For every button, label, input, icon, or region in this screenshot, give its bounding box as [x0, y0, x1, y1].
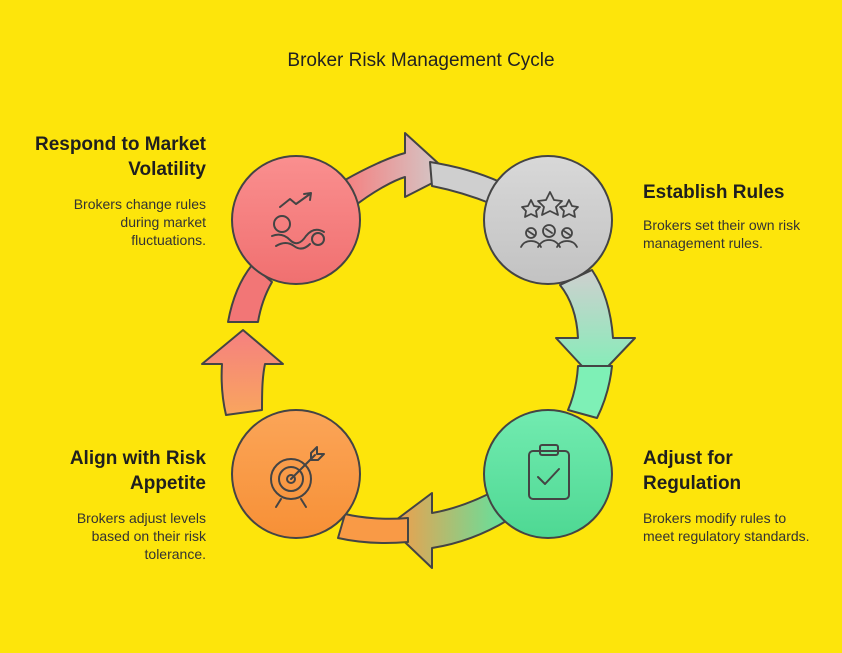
arrow-right	[555, 269, 636, 381]
step-desc-align: Brokers adjust levels based on their ris…	[76, 510, 206, 562]
step-circle-adjust	[483, 409, 613, 539]
step-desc-respond: Brokers change rules during market fluct…	[73, 196, 206, 248]
arrow-left	[201, 329, 284, 416]
step-circle-respond	[231, 155, 361, 285]
target-arrow-icon	[270, 446, 325, 508]
stars-people-icon	[520, 191, 579, 248]
arrow-right-tail	[567, 365, 613, 419]
arrow-bottom-tail	[337, 513, 409, 544]
step-label-align: Align with Risk Appetite	[69, 448, 206, 494]
step-desc-adjust: Brokers modify rules to meet regulatory …	[643, 510, 810, 544]
diagram-title: Broker Risk Management Cycle	[287, 50, 555, 71]
step-label-respond: Respond to Market Volatility	[34, 134, 206, 180]
step-label-adjust: Adjust for Regulation	[643, 448, 742, 494]
trend-chart-icon	[271, 192, 325, 250]
step-label-establish: Establish Rules	[643, 182, 785, 203]
arrow-bottom	[387, 487, 509, 569]
clipboard-check-icon	[528, 444, 570, 500]
arrow-top	[344, 132, 451, 209]
arrow-left-tail	[227, 264, 273, 323]
step-desc-establish: Brokers set their own risk management ru…	[643, 217, 801, 251]
step-circle-establish	[483, 155, 613, 285]
